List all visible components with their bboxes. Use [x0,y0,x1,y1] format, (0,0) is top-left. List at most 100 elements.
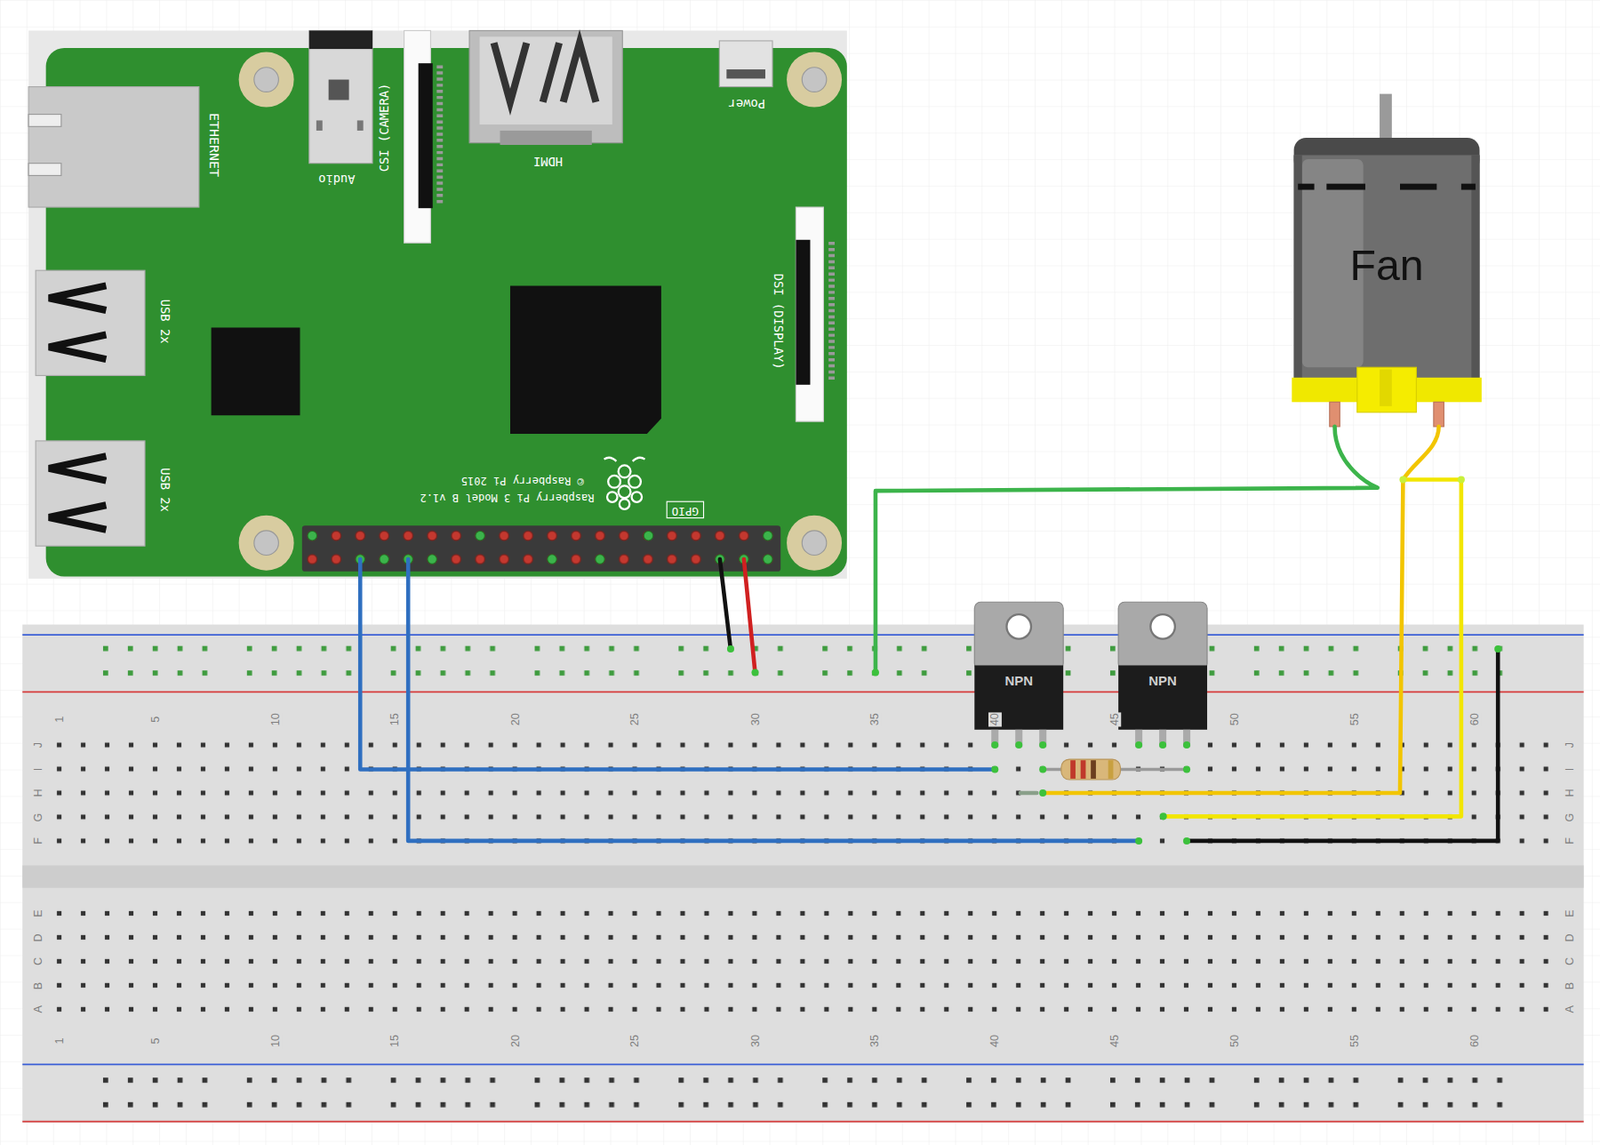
hole-highlight [991,766,999,774]
row-letter: D [31,932,45,943]
motor-vent [1461,184,1476,191]
ethernet-led [28,114,62,128]
wire-joint [1457,476,1465,484]
column-number: 25 [628,712,642,727]
hole-highlight [751,668,759,676]
row-letter: A [31,1004,45,1015]
column-number: 15 [388,1033,402,1048]
row-letter: E [1562,908,1576,919]
column-number: 10 [268,1033,282,1048]
row-letter: G [1562,811,1576,823]
dsi-teeth [828,241,835,383]
usb-port [35,270,145,376]
row-letter: F [1562,836,1576,846]
fan-motor [1291,94,1482,427]
usb-slot [48,456,106,530]
hdmi-face [480,36,613,125]
audio-pin [357,120,364,130]
column-number: 50 [1227,1033,1241,1048]
power-slot [726,69,766,79]
wire-joint [1399,476,1407,484]
motor-terminal [1329,401,1340,427]
motor-vent [1400,184,1437,191]
hole-highlight [1160,812,1168,820]
wire [360,559,995,769]
resistor-body [1061,759,1121,780]
column-number: 5 [148,1036,162,1045]
logo-part [607,491,617,502]
column-number: 35 [868,712,882,727]
mounting-hole [801,67,827,93]
logo-part [628,475,641,488]
row-letter: B [1562,980,1576,991]
hole-highlight [1494,645,1502,653]
hole-highlight [1135,741,1143,749]
header-tag: GPIO [665,500,704,519]
header-pin [763,554,774,565]
wire [1186,648,1498,841]
column-number: 45 [1107,1033,1121,1048]
column-number: 55 [1347,712,1361,727]
header-pin [763,530,774,541]
board-label: Raspberry Pi 3 Model B v1.2 [420,491,595,504]
power-rail [96,641,1511,691]
mounting-hole [786,515,842,571]
board-label: HDMI [533,152,563,168]
row-letter: A [1562,1004,1576,1015]
column-number: 35 [868,1033,882,1048]
column-number: 30 [748,712,762,727]
node-text: NPN [1148,674,1177,690]
transistor-body [974,664,1064,729]
header-pin [643,530,654,541]
chip [211,327,301,416]
transistor-tab [1118,601,1208,670]
fan-body: Fan [1296,152,1478,378]
mounting-hole [786,52,842,108]
power-port [719,40,773,88]
audio-jack [309,30,373,163]
mounting-hole [254,67,280,93]
row-letter: C [31,956,45,967]
row-letter: J [1562,741,1576,750]
row-letter: E [31,908,45,919]
dsi-slot [795,240,810,385]
row-letter: I [1562,766,1576,772]
tab-hole [1150,614,1176,640]
transistor-symbol [1118,601,1208,747]
center-channel [22,864,1584,888]
motor-vent [1326,184,1366,191]
wire [1020,791,1037,796]
wire [408,559,1139,841]
csi-slot [418,63,433,208]
logo-part [618,485,632,498]
board-label: Power [728,96,766,111]
hole-highlight [1183,766,1191,774]
column-number: 60 [1467,1033,1481,1048]
mounting-hole [239,515,295,571]
column-number: 30 [748,1033,762,1048]
hole-highlight [1039,766,1047,774]
hole-highlight [727,645,735,653]
mounting-hole [254,530,280,556]
board-label: USB 2x [157,299,172,344]
mounting-hole [801,530,827,556]
breadboard [22,624,1584,1123]
motor-shaft [1379,94,1392,142]
csi-teeth [436,64,443,206]
column-number: 1 [52,1036,66,1045]
header-pin [379,554,390,565]
ethernet-port [28,87,200,208]
resistor-band [1080,760,1087,779]
tab-hole [1006,614,1032,640]
rail-line-blue [22,633,1584,636]
hdmi-port [469,30,623,143]
usb-slot [48,285,106,360]
motor-body [1294,154,1480,382]
logo-part [618,464,632,478]
node-text: NPN [1004,674,1033,690]
usb-port [35,440,145,546]
column-number: 40 [987,1033,1001,1048]
column-number: 45 [1107,712,1121,727]
